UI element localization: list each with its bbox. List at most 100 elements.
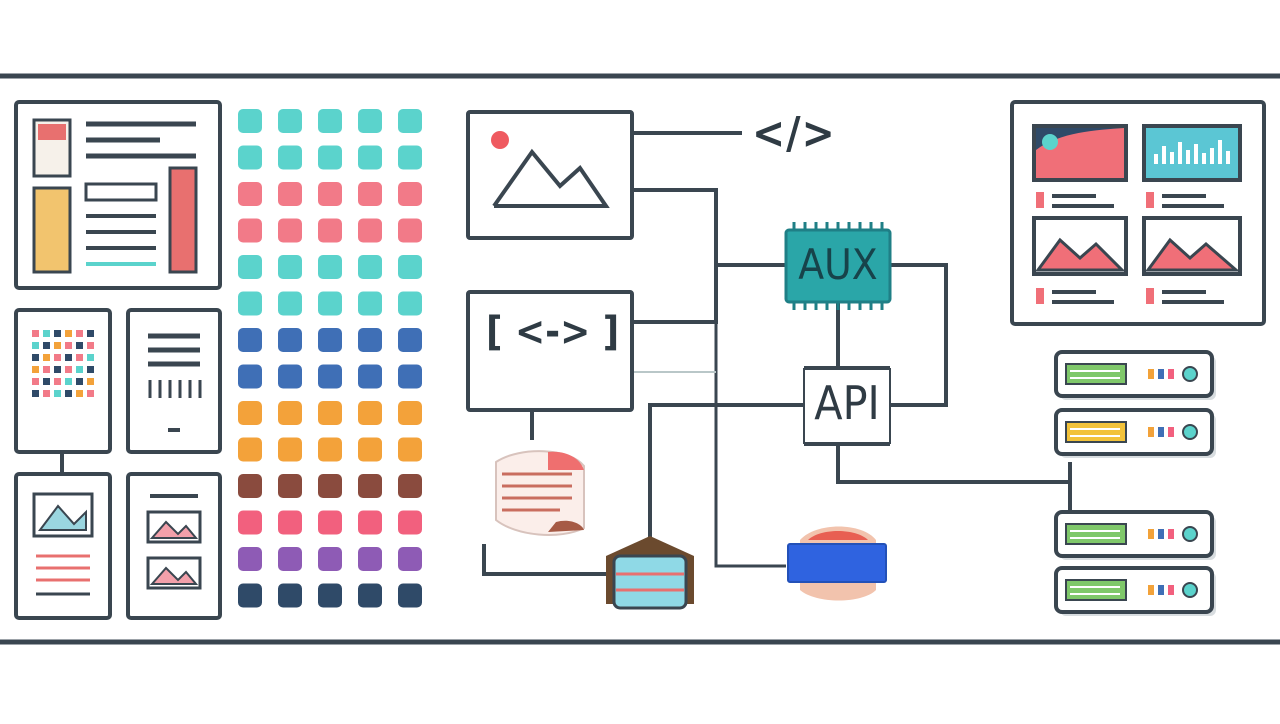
server-stack-icon (1054, 350, 1216, 616)
color-swatch (398, 182, 422, 206)
color-swatch (358, 291, 382, 316)
color-grid-cell (65, 354, 72, 361)
dashboard-bar (1226, 151, 1230, 164)
color-swatch (358, 364, 382, 389)
color-swatch (238, 182, 262, 206)
color-swatch (318, 437, 342, 462)
color-swatch (358, 437, 382, 462)
dashboard-bar (1154, 154, 1158, 164)
color-grid-cell (76, 354, 83, 361)
color-swatch (278, 218, 302, 243)
server-unit (1054, 566, 1216, 616)
color-swatch (358, 109, 382, 133)
color-swatch (278, 583, 302, 608)
color-swatch (398, 510, 422, 535)
color-swatch (278, 437, 302, 462)
color-grid-cell (65, 330, 72, 337)
color-swatch (398, 401, 422, 425)
color-grid-cell (43, 366, 50, 373)
color-grid-cell (87, 390, 94, 397)
image-placeholder-icon (466, 110, 634, 240)
color-swatch (318, 182, 342, 206)
document-layout-icon (14, 100, 222, 290)
color-grid-cell (54, 330, 61, 337)
color-grid-cell (43, 342, 50, 349)
api-icon (803, 366, 891, 446)
frame-lines (0, 73, 1280, 645)
color-swatch (398, 218, 422, 243)
color-swatch (278, 474, 302, 498)
color-swatch (278, 328, 302, 352)
color-grid-cell (87, 366, 94, 373)
color-grid-cell (87, 378, 94, 385)
color-swatch (398, 364, 422, 389)
color-grid-cell (87, 330, 94, 337)
color-swatch (358, 547, 382, 571)
dashboard-bar (1186, 150, 1190, 164)
color-grid-cell (43, 378, 50, 385)
color-swatch (398, 474, 422, 498)
color-swatch (278, 182, 302, 206)
dashboard-bar (1194, 144, 1198, 164)
color-grid-cell (54, 342, 61, 349)
server-unit (1054, 350, 1216, 400)
color-grid-cell (76, 342, 83, 349)
bracket-icon (466, 290, 634, 412)
color-swatch (318, 218, 342, 243)
dashboard-bar (1170, 152, 1174, 164)
color-swatch (318, 474, 342, 498)
color-swatch (238, 291, 262, 316)
color-grid-cell (32, 330, 39, 337)
color-swatch (398, 328, 422, 352)
color-swatch (318, 328, 342, 352)
color-swatch (318, 401, 342, 425)
dashboard-bar (1178, 142, 1182, 164)
color-swatch (358, 145, 382, 170)
color-swatch (398, 547, 422, 571)
color-swatch (278, 547, 302, 571)
color-swatch (318, 145, 342, 170)
color-swatch (278, 255, 302, 279)
color-swatch (358, 328, 382, 352)
gallery-card-icon (126, 472, 222, 620)
color-swatch (358, 583, 382, 608)
color-swatch (238, 583, 262, 608)
color-swatch (318, 109, 342, 133)
color-swatch (238, 328, 262, 352)
api-label: API (814, 376, 880, 430)
color-swatch (238, 145, 262, 170)
dashboard-bar (1210, 148, 1214, 164)
color-swatch (318, 255, 342, 279)
list-layout-icon (126, 308, 222, 454)
color-swatch (318, 364, 342, 389)
color-swatch (398, 109, 422, 133)
database-icon (606, 536, 694, 610)
color-swatch (238, 547, 262, 571)
color-swatch (278, 401, 302, 425)
color-swatch (398, 255, 422, 279)
color-grid-cell (54, 378, 61, 385)
color-grid-cell (76, 390, 83, 397)
image-card-icon (14, 472, 112, 620)
color-swatch (358, 510, 382, 535)
server-unit (1054, 408, 1216, 458)
color-grid-cells (32, 330, 94, 397)
color-swatch (238, 510, 262, 535)
bracket-label: [ <-> ] (486, 309, 620, 355)
color-swatch (238, 437, 262, 462)
color-swatch (278, 291, 302, 316)
color-grid-cell (43, 390, 50, 397)
color-swatch (278, 145, 302, 170)
color-swatch (318, 291, 342, 316)
color-swatch (238, 109, 262, 133)
color-grid-cell (54, 366, 61, 373)
color-swatch (278, 510, 302, 535)
color-grid-cell (65, 390, 72, 397)
color-swatch (398, 437, 422, 462)
dashboard-icon (1010, 100, 1266, 326)
color-swatch (238, 474, 262, 498)
blue-bar-icon (787, 526, 887, 601)
color-swatch (358, 255, 382, 279)
